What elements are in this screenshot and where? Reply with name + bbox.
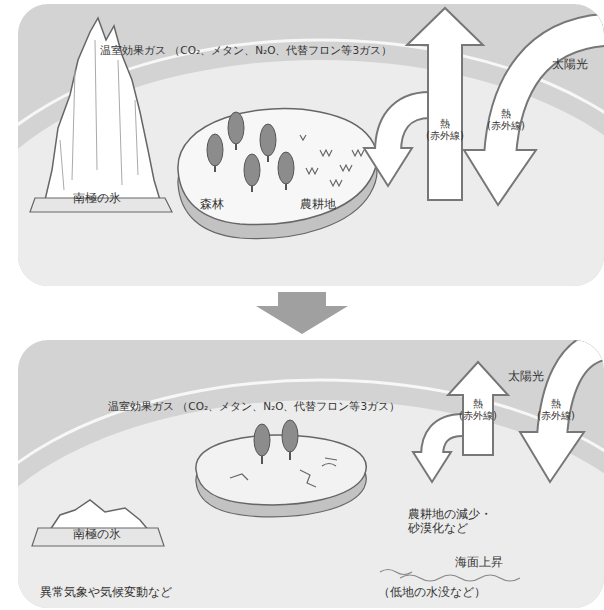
heat-arrow (432, 425, 463, 456)
tree (207, 134, 223, 166)
tree (244, 154, 260, 186)
heat-label: 熱 (赤外線) (534, 398, 578, 422)
tree (254, 424, 270, 456)
tree (228, 112, 244, 144)
crop-marks (300, 135, 364, 186)
tree (278, 152, 294, 184)
sunlight-label: 太陽光 (508, 370, 544, 384)
transition-arrow (256, 292, 348, 334)
sunlight-label: 太陽光 (552, 58, 588, 72)
sunlight-arrow-outline (552, 345, 604, 437)
effect-label: 異常気象や気候変動など (40, 586, 172, 600)
forest-label: 森林 (187, 197, 237, 211)
farmland-label: 農耕地 (288, 197, 348, 211)
effect-label: （低地の水没など） (378, 586, 486, 600)
ice-base (32, 528, 164, 546)
sunlight-arrow (500, 30, 604, 156)
heat-arrow (388, 105, 430, 152)
heat-up-arrow (448, 362, 508, 455)
gas-label: 温室効果ガス （CO₂、メタン、N₂O、代替フロン等3ガス） (100, 44, 392, 57)
heat-arrow-head (364, 148, 412, 186)
heat-up-arrow (407, 8, 483, 200)
heat-label: 熱 (赤外線) (423, 118, 467, 142)
heat-arrow-outline (388, 105, 430, 152)
heat-label: 熱 (赤外線) (456, 398, 500, 422)
sunlight-arrow-outline (500, 30, 604, 156)
sunlight-arrow-head (464, 150, 536, 205)
ice-label: 南極の氷 (57, 191, 137, 205)
tree (282, 420, 298, 452)
heat-label: 熱 (赤外線) (484, 108, 528, 132)
island (196, 435, 366, 505)
effect-label: 海面上昇 (455, 556, 503, 570)
gas-label: 温室効果ガス （CO₂、メタン、N₂O、代替フロン等3ガス） (108, 400, 400, 413)
ice-texture (60, 40, 138, 190)
sea-waves (380, 570, 520, 582)
atmosphere-edge (18, 380, 604, 608)
island (178, 109, 377, 225)
sunlight-arrow (552, 345, 604, 437)
effect-label: 農耕地の減少・ 砂漠化など (408, 508, 500, 536)
heat-arrow-head (413, 452, 451, 482)
tree (260, 124, 276, 156)
cracks (230, 458, 337, 487)
ice-label: 南極の氷 (57, 527, 137, 541)
earth-surface (18, 400, 604, 608)
sunlight-arrow-head (520, 432, 584, 482)
